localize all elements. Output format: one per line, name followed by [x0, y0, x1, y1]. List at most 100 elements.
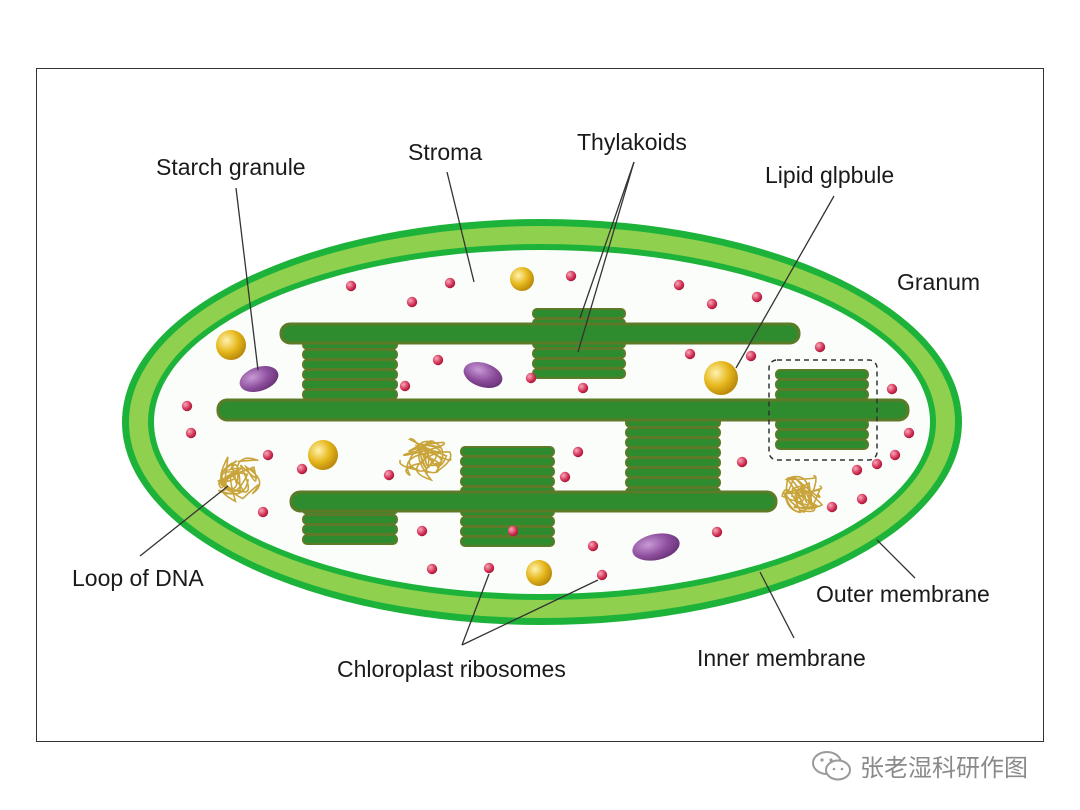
ribosome [886, 383, 898, 395]
ribosome [577, 382, 589, 394]
starch-granules [239, 362, 680, 561]
wechat-icon [812, 750, 851, 780]
label-stroma: Stroma [408, 139, 483, 165]
granum-disc [625, 447, 721, 458]
label-starch-granule: Starch granule [156, 154, 306, 180]
ribosome [383, 469, 395, 481]
thylakoid-network [216, 308, 910, 547]
leader-thylakoid-b [577, 161, 635, 353]
ribosome [432, 354, 444, 366]
watermark: 张老湿科研作图 [810, 748, 1028, 783]
ribosome [736, 456, 748, 468]
leader-inner-membrane [759, 571, 795, 639]
starch-granule [632, 533, 680, 561]
ribosome [185, 427, 197, 439]
dna-loop [399, 438, 452, 482]
ribosome [426, 563, 438, 575]
label-outer-membrane: Outer membrane [816, 581, 990, 607]
ribosome [706, 298, 718, 310]
granum-disc [625, 457, 721, 468]
leader-starch [235, 187, 259, 371]
ribosome [856, 493, 868, 505]
dna-loops [216, 438, 824, 514]
granum-disc [460, 536, 555, 547]
chloroplast-ribosomes [181, 270, 915, 581]
label-thylakoids: Thylakoids [577, 129, 687, 155]
ribosome [525, 372, 537, 384]
lipid-globule [308, 440, 338, 470]
granum-disc [625, 477, 721, 488]
granum-highlight-box [768, 359, 878, 461]
ribosome [559, 471, 571, 483]
granum-disc [532, 368, 626, 379]
leader-lines [139, 161, 916, 646]
granum-disc [460, 456, 555, 467]
ribosome [572, 446, 584, 458]
ribosome [851, 464, 863, 476]
lipid-globule [704, 361, 738, 395]
granum-disc [302, 389, 398, 400]
granum-disc [775, 369, 869, 380]
granum-disc [460, 466, 555, 477]
ribosome [596, 569, 608, 581]
leader-lipid [735, 195, 835, 369]
granum-disc [625, 437, 721, 448]
granum-disc [302, 349, 398, 360]
granum-disc [302, 369, 398, 380]
granum-disc [775, 439, 869, 450]
granum-disc [302, 379, 398, 390]
leader-stroma [446, 171, 475, 283]
watermark-text: 张老湿科研作图 [860, 754, 1028, 782]
ribosome [889, 449, 901, 461]
label-granum: Granum [897, 269, 981, 295]
lipid-globule [510, 267, 534, 291]
granum-disc [532, 308, 626, 319]
granum-disc [460, 476, 555, 487]
ribosome [871, 458, 883, 470]
ribosome [483, 562, 495, 574]
granum-disc [532, 358, 626, 369]
stroma-lamella [279, 322, 801, 345]
granum-disc [302, 359, 398, 370]
ribosome [751, 291, 763, 303]
ribosome [684, 348, 696, 360]
granum-disc [775, 429, 869, 440]
label-lipid-globule: Lipid glpbule [765, 162, 895, 188]
ribosome [673, 279, 685, 291]
ribosome [345, 280, 357, 292]
label-chloroplast-ribosomes: Chloroplast ribosomes [337, 656, 566, 682]
stroma-lamella [289, 490, 778, 513]
ribosome [507, 525, 519, 537]
ribosome [565, 270, 577, 282]
dna-loop [216, 456, 261, 503]
lipid-globule [216, 330, 246, 360]
ribosome [444, 277, 456, 289]
starch-granule [239, 366, 279, 392]
granum-disc [460, 516, 555, 527]
leader-ribosome-b [461, 579, 599, 646]
ribosome [745, 350, 757, 362]
granum-disc [625, 427, 721, 438]
ribosome [814, 341, 826, 353]
granum-disc [460, 526, 555, 537]
ribosome [826, 501, 838, 513]
ribosome [416, 525, 428, 537]
granum-disc [775, 389, 869, 400]
leader-ribosome-a [461, 573, 490, 646]
ribosome [296, 463, 308, 475]
leader-outer-membrane [876, 539, 916, 579]
starch-granule [463, 362, 503, 388]
ribosome [181, 400, 193, 412]
lipid-globules [216, 267, 738, 586]
label-loop-of-dna: Loop of DNA [72, 565, 204, 591]
dna-loop [781, 474, 824, 514]
granum-disc [775, 379, 869, 390]
ribosome [711, 526, 723, 538]
leader-dna [139, 485, 229, 557]
ribosome [587, 540, 599, 552]
granum-disc [460, 446, 555, 457]
ribosome [406, 296, 418, 308]
ribosome [257, 506, 269, 518]
ribosome [262, 449, 274, 461]
leader-thylakoid-a [579, 161, 635, 319]
